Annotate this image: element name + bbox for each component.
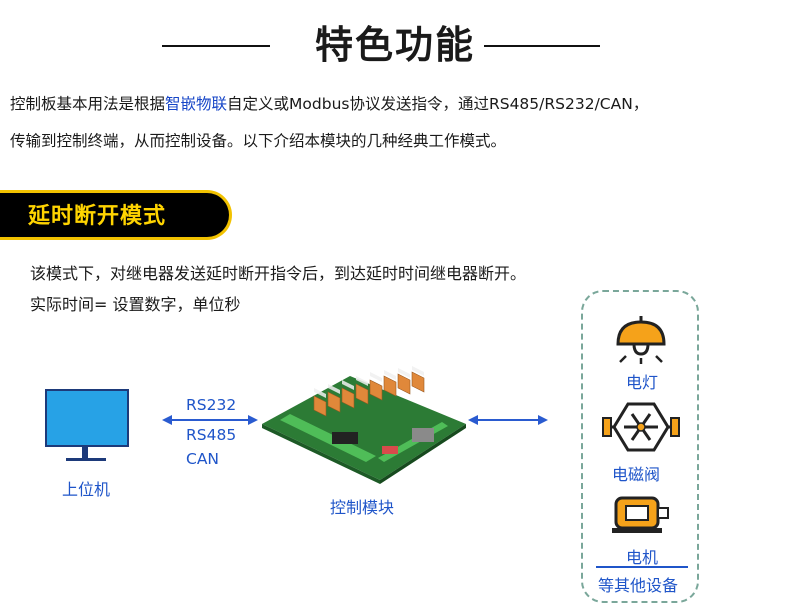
mode-description: 该模式下，对继电器发送延时断开指令后，到达延时时间继电器断开。 — [30, 264, 527, 283]
mode-banner — [0, 190, 232, 240]
device-lamp-label: 电灯 — [626, 373, 659, 392]
double-arrow-icon — [468, 415, 548, 425]
title-rule-left — [162, 45, 270, 47]
double-arrow-icon — [162, 415, 258, 425]
monitor-icon — [45, 389, 129, 461]
protocol-can: CAN — [186, 450, 220, 468]
mode-formula: 实际时间= 设置数字，单位秒 — [30, 295, 241, 314]
intro-suffix: 自定义或Modbus协议发送指令，通过RS485/RS232/CAN， — [227, 95, 649, 113]
brand-highlight: 智嵌物联 — [165, 95, 228, 113]
devices-divider — [596, 566, 688, 568]
protocol-rs485: RS485 — [186, 426, 237, 444]
devices-footer: 等其他设备 — [598, 576, 679, 595]
mode-title: 延时断开模式 — [28, 204, 167, 229]
intro-line-2: 传输到控制终端，从而控制设备。以下介绍本模块的几种经典工作模式。 — [10, 132, 507, 150]
devices-group — [581, 290, 699, 603]
motor-icon — [612, 496, 669, 533]
control-board-image — [262, 366, 466, 484]
host-label: 上位机 — [62, 480, 111, 499]
device-motor-label: 电机 — [626, 548, 659, 567]
protocol-rs232: RS232 — [186, 396, 237, 414]
page-title: 特色功能 — [314, 23, 475, 67]
valve-icon — [602, 402, 680, 452]
title-rule-right — [484, 45, 600, 47]
intro-prefix: 控制板基本用法是根据 — [10, 95, 166, 113]
lamp-icon — [616, 316, 666, 364]
intro-line-1: 控制板基本用法是根据智嵌物联自定义或Modbus协议发送指令，通过RS485/R… — [10, 94, 648, 114]
device-valve-label: 电磁阀 — [612, 465, 661, 484]
module-label: 控制模块 — [330, 498, 395, 517]
